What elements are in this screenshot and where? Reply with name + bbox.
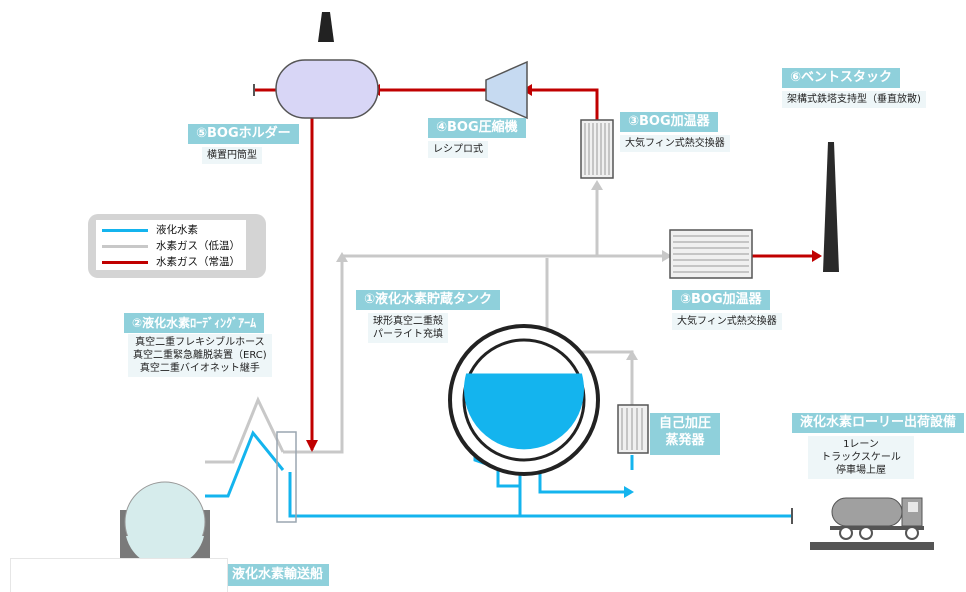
stack-desc: 架構式鉄塔支持型（垂直放散) [782, 91, 926, 108]
legend-label: 水素ガス（低温） [156, 240, 240, 252]
vaporizer-title-line: 自己加圧 [658, 416, 711, 431]
holder-title: ⑤BOGホルダー [188, 124, 299, 144]
heater-top-desc: 大気フィン式熱交換器 [620, 135, 730, 152]
lh2-truck [810, 497, 934, 550]
vaporizer-title: 自己加圧 蒸発器 [650, 413, 720, 455]
arm-desc-line: 真空二重緊急離脱装置（ERC) [133, 350, 267, 361]
cold-gas-lines [205, 180, 672, 464]
legend-label: 液化水素 [156, 224, 198, 236]
holder-desc: 横置円筒型 [202, 147, 262, 164]
compressor-title: ④BOG圧縮機 [428, 118, 526, 138]
arm-desc-line: 真空二重フレキシブルホース [135, 337, 265, 348]
bog-compressor [485, 60, 528, 120]
tank-desc-line: パーライト充填 [373, 329, 443, 340]
legend-item-cold-gas: 水素ガス（低温） [96, 238, 246, 254]
arm-desc-line: 真空二重バイオネット継手 [139, 363, 260, 374]
lh2-storage-tank [448, 324, 600, 476]
legend-item-warm-gas: 水素ガス（常温） [96, 254, 246, 270]
arm-desc: 真空二重フレキシブルホース 真空二重緊急離脱装置（ERC) 真空二重バイオネット… [128, 334, 272, 377]
ship-title: 液化水素輸送船 [226, 564, 330, 586]
heater-top-title: ③BOG加温器 [620, 112, 718, 132]
lh2-transport-ship [120, 481, 210, 568]
legend-label: 水素ガス（常温） [156, 256, 240, 268]
stack-title: ⑥ベントスタック [782, 68, 901, 88]
arm-title: ②液化水素ﾛｰﾃﾞｨﾝｸﾞｱｰﾑ [124, 313, 265, 333]
truck-station-desc-line: 停車場上屋 [836, 465, 886, 476]
self-pressurizing-vaporizer [617, 404, 649, 454]
truck-station-title: 液化水素ローリー出荷設備 [792, 413, 965, 433]
truck-station-desc-line: 1レーン [843, 439, 879, 450]
vent-stack [823, 142, 839, 272]
tank-desc: 球形真空二重殻 パーライト充填 [368, 313, 448, 343]
legend-swatch [102, 245, 148, 248]
blank-overlay [10, 558, 228, 592]
bog-heater-right [669, 229, 753, 279]
legend-panel: 液化水素 水素ガス（低温） 水素ガス（常温） [96, 220, 246, 270]
legend: 液化水素 水素ガス（低温） 水素ガス（常温） [88, 214, 266, 278]
heater-right-desc: 大気フィン式熱交換器 [672, 313, 782, 330]
tank-title: ①液化水素貯蔵タンク [356, 290, 501, 310]
compressor-desc: レシプロ式 [428, 141, 488, 158]
bog-holder [253, 12, 379, 119]
truck-station-desc-line: トラックスケール [821, 452, 901, 463]
truck-station-desc: 1レーン トラックスケール 停車場上屋 [808, 436, 914, 479]
vaporizer-title-line: 蒸発器 [665, 433, 705, 448]
loading-arm-box [276, 431, 297, 523]
legend-swatch [102, 229, 148, 232]
legend-item-lh2: 液化水素 [96, 222, 246, 238]
legend-swatch [102, 261, 148, 264]
heater-right-title: ③BOG加温器 [672, 290, 770, 310]
tank-desc-line: 球形真空二重殻 [373, 316, 443, 327]
bog-heater-top [580, 119, 614, 179]
